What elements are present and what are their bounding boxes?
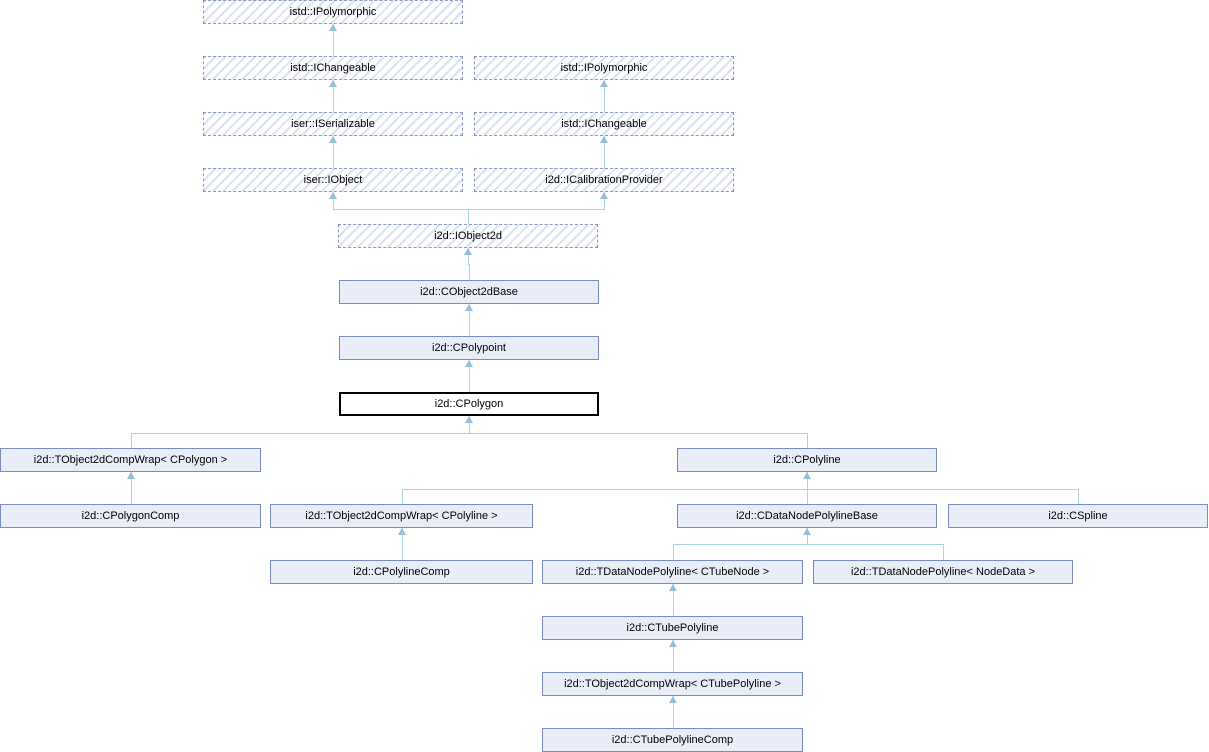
inheritance-edge-segment	[468, 248, 469, 264]
inheritance-edge-segment	[807, 472, 808, 489]
inheritance-edge-segment	[402, 489, 403, 504]
inheritance-arrowhead	[600, 136, 608, 143]
inheritance-edge-segment	[402, 489, 1079, 490]
inheritance-edge-segment	[131, 472, 132, 488]
inheritance-edge-segment	[131, 488, 132, 504]
class-node-i2d-cpolygon: i2d::CPolygon	[339, 392, 599, 416]
inheritance-edge-segment	[673, 696, 674, 712]
inheritance-edge-segment	[807, 433, 808, 448]
inheritance-arrowhead	[329, 192, 337, 199]
inheritance-edge-segment	[807, 489, 808, 504]
inheritance-edge-segment	[469, 320, 470, 336]
class-node-i2d-iobject2d: i2d::IObject2d	[338, 224, 598, 248]
inheritance-edge-segment	[673, 656, 674, 672]
inheritance-arrowhead	[669, 696, 677, 703]
class-node-i2d-ctubepolylinecomp[interactable]: i2d::CTubePolylineComp	[542, 728, 803, 752]
inheritance-arrowhead	[669, 584, 677, 591]
inheritance-arrowhead	[464, 248, 472, 255]
inheritance-edge-segment	[469, 416, 470, 433]
inheritance-edge-segment	[469, 376, 470, 392]
inheritance-edge-segment	[604, 192, 605, 209]
inheritance-arrowhead	[398, 528, 406, 535]
inheritance-arrowhead	[465, 304, 473, 311]
inheritance-edge-segment	[131, 433, 808, 434]
class-node-i2d-ctubepolyline[interactable]: i2d::CTubePolyline	[542, 616, 803, 640]
class-node-iser-iserializable: iser::ISerializable	[203, 112, 463, 136]
inheritance-edge-segment	[604, 96, 605, 112]
inheritance-edge-segment	[943, 544, 944, 560]
class-node-i2d-tdatanodepolyline-ctubenode[interactable]: i2d::TDataNodePolyline< CTubeNode >	[542, 560, 803, 584]
inheritance-edge-segment	[673, 584, 674, 600]
inheritance-edge-segment	[468, 264, 470, 265]
class-node-iser-iobject: iser::IObject	[203, 168, 463, 192]
inheritance-edge-segment	[807, 528, 808, 544]
inheritance-edge-segment	[333, 192, 334, 209]
inheritance-edge-segment	[402, 532, 403, 560]
inheritance-edge-segment	[604, 152, 605, 168]
class-node-i2d-tobject2dcompwrap-ctubepolyline[interactable]: i2d::TObject2dCompWrap< CTubePolyline >	[542, 672, 803, 696]
inheritance-edge-segment	[333, 40, 334, 56]
inheritance-edge-segment	[673, 600, 674, 616]
class-node-istd-ichangeable-2: istd::IChangeable	[474, 112, 734, 136]
inheritance-edge-segment	[333, 152, 334, 168]
inheritance-edge-segment	[468, 209, 469, 224]
inheritance-arrowhead	[600, 80, 608, 87]
inheritance-edge-segment	[1078, 489, 1079, 504]
inheritance-arrowhead	[669, 640, 677, 647]
inheritance-arrowhead	[803, 528, 811, 535]
class-node-i2d-tdatanodepolyline-nodedata[interactable]: i2d::TDataNodePolyline< NodeData >	[813, 560, 1073, 584]
inheritance-edge-segment	[469, 360, 470, 376]
class-node-i2d-cpolypoint[interactable]: i2d::CPolypoint	[339, 336, 599, 360]
inheritance-arrowhead	[127, 472, 135, 479]
inheritance-arrowhead	[600, 192, 608, 199]
class-node-i2d-cspline[interactable]: i2d::CSpline	[948, 504, 1208, 528]
class-node-i2d-icalibrationprovider: i2d::ICalibrationProvider	[474, 168, 734, 192]
inheritance-edge-segment	[131, 433, 132, 448]
inheritance-arrowhead	[329, 80, 337, 87]
inheritance-edge-segment	[333, 136, 334, 152]
inheritance-edge-segment	[469, 264, 470, 280]
class-node-istd-ipolymorphic-2: istd::IPolymorphic	[474, 56, 734, 80]
inheritance-arrowhead	[465, 416, 473, 423]
inheritance-edge-segment	[333, 96, 334, 112]
class-node-istd-ichangeable-1: istd::IChangeable	[203, 56, 463, 80]
class-node-istd-ipolymorphic-1: istd::IPolymorphic	[203, 0, 463, 24]
class-node-i2d-cpolygoncomp[interactable]: i2d::CPolygonComp	[0, 504, 261, 528]
inheritance-edge-segment	[673, 544, 674, 560]
inheritance-edge-segment	[333, 209, 605, 210]
inheritance-edge-segment	[673, 544, 944, 545]
class-node-i2d-tobject2dcompwrap-cpolyline[interactable]: i2d::TObject2dCompWrap< CPolyline >	[270, 504, 533, 528]
class-node-i2d-cpolylinecomp[interactable]: i2d::CPolylineComp	[270, 560, 533, 584]
inheritance-edge-segment	[604, 136, 605, 152]
class-node-i2d-cobject2dbase[interactable]: i2d::CObject2dBase	[339, 280, 599, 304]
inheritance-edge-segment	[333, 80, 334, 96]
class-node-i2d-cdatanodepolylinebase[interactable]: i2d::CDataNodePolylineBase	[677, 504, 937, 528]
inheritance-arrowhead	[465, 360, 473, 367]
inheritance-edge-segment	[673, 640, 674, 656]
inheritance-arrowhead	[329, 24, 337, 31]
inheritance-edge-segment	[673, 712, 674, 728]
inheritance-arrowhead	[803, 472, 811, 479]
class-node-i2d-tobject2dcompwrap-cpolygon[interactable]: i2d::TObject2dCompWrap< CPolygon >	[0, 448, 261, 472]
class-node-i2d-cpolyline[interactable]: i2d::CPolyline	[677, 448, 937, 472]
inheritance-edge-segment	[469, 304, 470, 320]
inheritance-edge-segment	[604, 80, 605, 96]
inheritance-edge-segment	[333, 24, 334, 40]
inheritance-arrowhead	[329, 136, 337, 143]
